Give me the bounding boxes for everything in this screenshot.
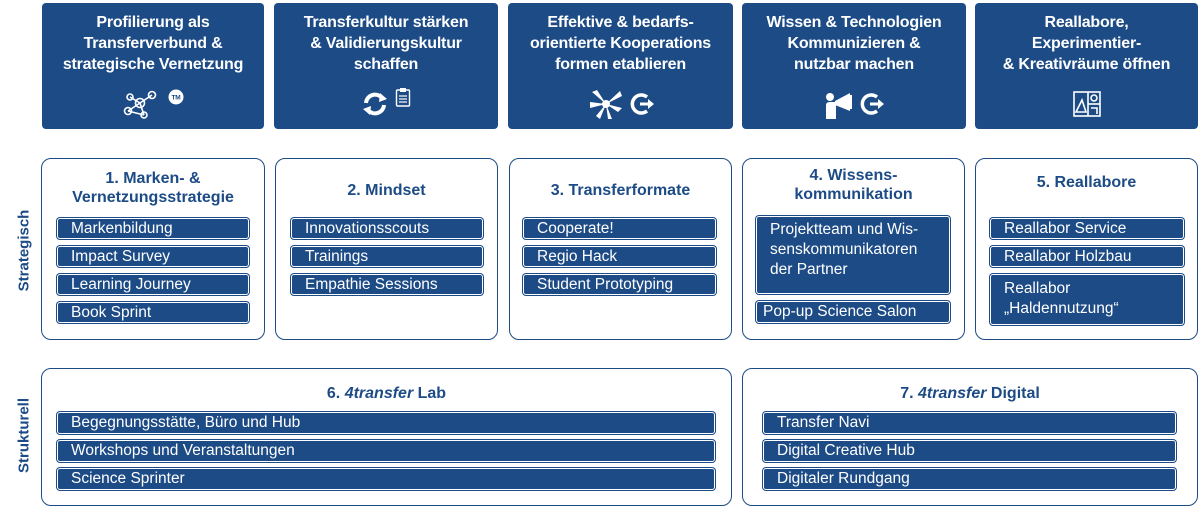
- list-item: Impact Survey: [57, 246, 249, 267]
- goal-tile-reallabore: Reallabore, Experimentier- & Kreativräum…: [975, 3, 1198, 129]
- list-item: Digital Creative Hub: [763, 440, 1176, 462]
- arrow-circle-icon: [630, 92, 654, 116]
- structure-box-lab: 6. 4transfer Lab Begegnungsstätte, Büro …: [41, 368, 732, 506]
- goal-title: Reallabore, Experimentier- & Kreativräum…: [1002, 14, 1171, 73]
- list-item: Markenbildung: [57, 218, 249, 239]
- list-item: Digitaler Rundgang: [763, 468, 1176, 490]
- list-item: Reallabor Service: [990, 218, 1184, 239]
- goal-tile-wissen: Wissen & Technologien Kommunizieren & nu…: [742, 3, 966, 129]
- box-heading: 1. Marken- & Vernetzungsstrategie: [72, 170, 234, 206]
- refresh-icon: [361, 90, 389, 118]
- arrow-circle-icon: [860, 92, 884, 116]
- goal-title: Effektive & bedarfs- orientierte Koopera…: [529, 14, 711, 73]
- megaphone-person-icon: [824, 89, 854, 119]
- box-heading: 4. Wissens- kommunikation: [794, 167, 913, 203]
- strategy-box-marken: 1. Marken- & Vernetzungsstrategie Marken…: [41, 158, 265, 340]
- strategy-box-wissenskommunikation: 4. Wissens- kommunikation Projektteam un…: [742, 158, 965, 340]
- goal-tile-kooperation: Effektive & bedarfs- orientierte Koopera…: [508, 3, 733, 129]
- goal-title: Transferkultur stärken & Validierungskul…: [303, 14, 469, 73]
- list-item: Cooperate!: [523, 218, 716, 239]
- network-icon: [122, 89, 162, 119]
- clipboard-icon: [395, 87, 411, 107]
- list-item: Regio Hack: [523, 246, 716, 267]
- row-label-strategic: Strategisch: [15, 209, 33, 292]
- list-item: Projektteam und Wis- senskommunikatoren …: [756, 216, 950, 294]
- goal-tile-profilierung: Profilierung als Transferverbund & strat…: [42, 3, 264, 129]
- list-item: Learning Journey: [57, 274, 249, 295]
- list-item: Book Sprint: [57, 302, 249, 323]
- list-item: Trainings: [291, 246, 483, 267]
- list-item: Innovationsscouts: [291, 218, 483, 239]
- structure-box-digital: 7. 4transfer Digital Transfer Navi Digit…: [742, 368, 1198, 506]
- list-item: Transfer Navi: [763, 412, 1176, 434]
- goal-title: Wissen & Technologien Kommunizieren & nu…: [766, 14, 942, 73]
- strategy-box-reallabore: 5. Reallabore Reallabor Service Reallabo…: [975, 158, 1198, 340]
- svg-text:TM: TM: [172, 95, 181, 102]
- trademark-icon: TM: [168, 89, 184, 105]
- row-label-structural: Strukturell: [15, 398, 33, 474]
- hands-together-icon: [588, 88, 624, 120]
- list-item: Science Sprinter: [57, 468, 715, 490]
- list-item: Student Prototyping: [523, 274, 716, 295]
- list-item: Workshops und Veranstaltungen: [57, 440, 715, 462]
- list-item: Begegnungsstätte, Büro und Hub: [57, 412, 715, 434]
- box-heading: 6. 4transfer Lab: [326, 385, 447, 402]
- list-item: Pop-up Science Salon: [756, 301, 950, 323]
- goal-title: Profilierung als Transferverbund & strat…: [62, 14, 244, 73]
- box-heading: 5. Reallabore: [1036, 174, 1137, 191]
- box-heading: 2. Mindset: [347, 182, 426, 199]
- list-item: Reallabor Holzbau: [990, 246, 1184, 267]
- box-heading: 7. 4transfer Digital: [900, 385, 1040, 402]
- goal-tile-transferkultur: Transferkultur stärken & Validierungskul…: [274, 3, 498, 129]
- strategy-box-transferformate: 3. Transferformate Cooperate! Regio Hack…: [509, 158, 732, 340]
- lab-space-icon: [1072, 90, 1102, 118]
- strategy-box-mindset: 2. Mindset Innovationsscouts Trainings E…: [275, 158, 498, 340]
- list-item: Empathie Sessions: [291, 274, 483, 295]
- list-item: Reallabor „Haldennutzung“: [990, 274, 1184, 325]
- box-heading: 3. Transferformate: [550, 182, 691, 199]
